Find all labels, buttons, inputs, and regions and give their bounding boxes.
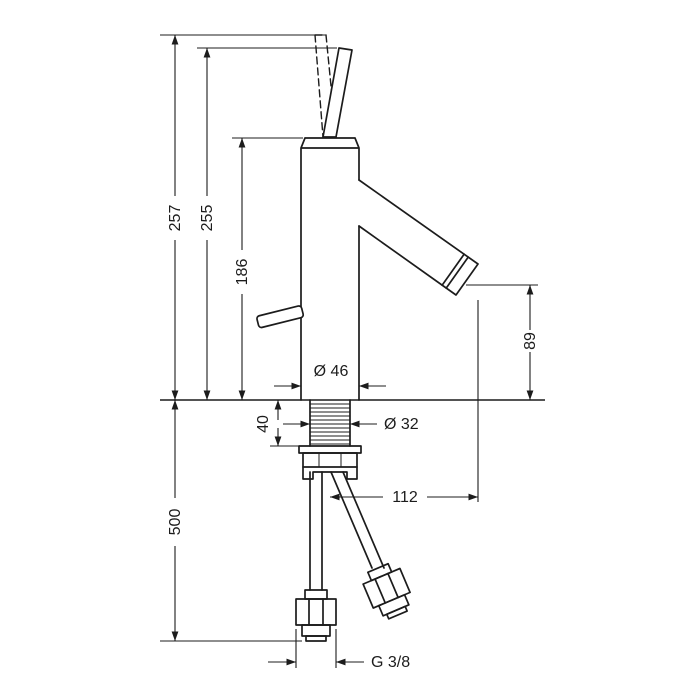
popup-drain-lever	[256, 305, 305, 329]
hose-connector-angled	[358, 559, 418, 624]
dim-label-spout-outlet-height: 89	[522, 332, 539, 350]
dim-label-mounting-depth: 40	[255, 415, 272, 433]
dim-label-total-height: 257	[167, 205, 184, 232]
dimension-annotations: 257 255 186 89 Ø 46 40	[160, 34, 539, 671]
mounting-bracket	[302, 466, 358, 480]
faucet-body	[300, 137, 360, 401]
supply-hose-straight	[309, 471, 323, 591]
mounting-shank	[309, 399, 351, 447]
dim-label-spout-reach: 112	[392, 489, 418, 506]
dim-label-hose-length: 500	[167, 509, 184, 536]
dim-label-connection-thread: G 3/8	[371, 654, 410, 671]
mounting-washer	[298, 445, 362, 454]
dim-label-body-height: 186	[234, 259, 251, 286]
faucet-spout	[358, 179, 479, 296]
aerator-lines	[441, 253, 470, 289]
dim-label-handle-height: 255	[199, 205, 216, 232]
mounting-nut-flats	[318, 453, 342, 467]
faucet-handle	[322, 47, 353, 138]
faucet-outline	[160, 34, 545, 642]
mounting-nut	[302, 452, 358, 468]
shank-thread-lines	[310, 403, 350, 445]
supply-hose-angled	[330, 471, 385, 569]
dim-label-base-diameter: Ø 46	[314, 363, 349, 380]
dim-label-shank-diameter: Ø 32	[384, 416, 419, 433]
hose-connector-straight	[295, 589, 337, 642]
